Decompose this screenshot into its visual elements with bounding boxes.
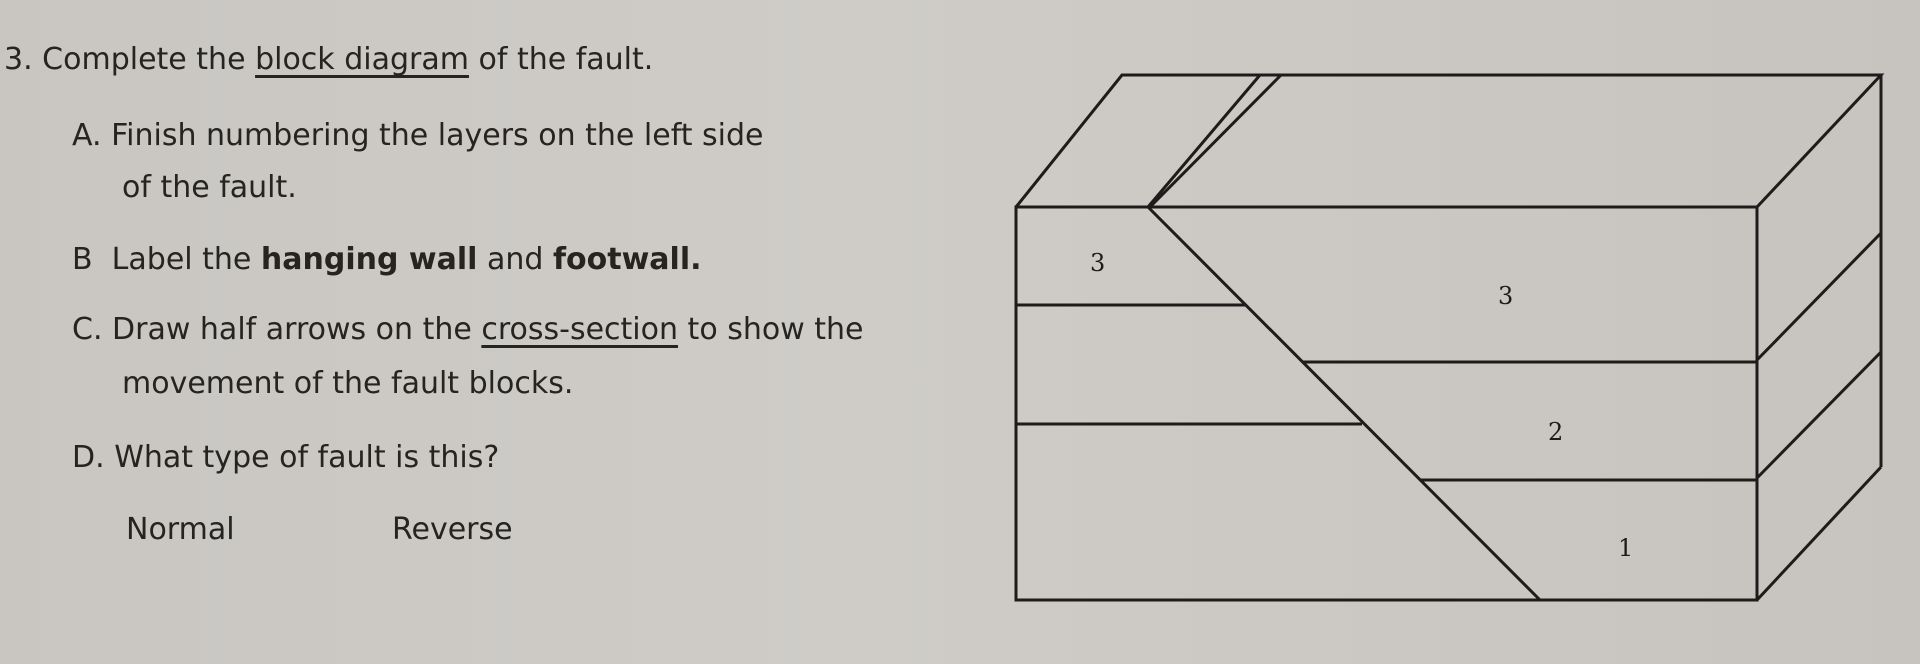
top-surface-fault-line-1 [1146, 74, 1262, 208]
top-surface-outline [1014, 73, 1885, 209]
question-prefix: Complete the [42, 42, 256, 77]
right-layer-label-3: 3 [1498, 282, 1513, 310]
instruction-c-prefix: Draw half arrows on the [112, 312, 482, 347]
front-face-outline [1014, 205, 1759, 602]
right-layer-label-1: 1 [1618, 534, 1633, 562]
instruction-d-letter: D. [72, 440, 105, 475]
question-suffix: of the fault. [468, 42, 654, 77]
question-number: 3. [4, 42, 33, 77]
right-face-layer-line-1 [1755, 231, 1883, 362]
instruction-b-mid: and [477, 242, 553, 277]
instruction-a-line1: Finish numbering the layers on the left … [111, 118, 764, 153]
right-face-layer-line-2 [1755, 350, 1883, 480]
instruction-d-text: What type of fault is this? [114, 440, 500, 475]
choice-reverse[interactable]: Reverse [392, 512, 513, 547]
instruction-c-letter: C. [72, 312, 103, 347]
instruction-a-line2: of the fault. [122, 170, 297, 205]
instruction-b: B Label the hanging wall and footwall. [72, 242, 702, 278]
instruction-c-line2: movement of the fault blocks. [122, 366, 574, 401]
instruction-a-letter: A. [72, 118, 102, 153]
hanging-wall-term: hanging wall [260, 242, 478, 277]
choice-normal[interactable]: Normal [126, 512, 235, 547]
question-title: 3. Complete the block diagram of the fau… [4, 42, 653, 78]
footwall-term: footwall [552, 242, 691, 277]
instruction-b-suffix: . [690, 242, 702, 277]
question-underlined-term: block diagram [255, 42, 469, 77]
instruction-c-suffix: to show the [678, 312, 864, 347]
instruction-a: A. Finish numbering the layers on the le… [72, 118, 764, 154]
top-surface-fault-line-2 [1148, 73, 1283, 209]
instruction-d: D. What type of fault is this? [72, 440, 499, 476]
cross-section-term: cross-section [481, 312, 679, 347]
right-face-bottom-edge [1755, 465, 1883, 602]
instruction-b-letter: B [72, 242, 93, 277]
instruction-c: C. Draw half arrows on the cross-section… [72, 312, 864, 348]
instruction-b-prefix: Label the [111, 242, 261, 277]
fault-line [1146, 205, 1542, 602]
left-layer-label-3: 3 [1090, 249, 1105, 277]
right-layer-label-2: 2 [1548, 418, 1563, 446]
